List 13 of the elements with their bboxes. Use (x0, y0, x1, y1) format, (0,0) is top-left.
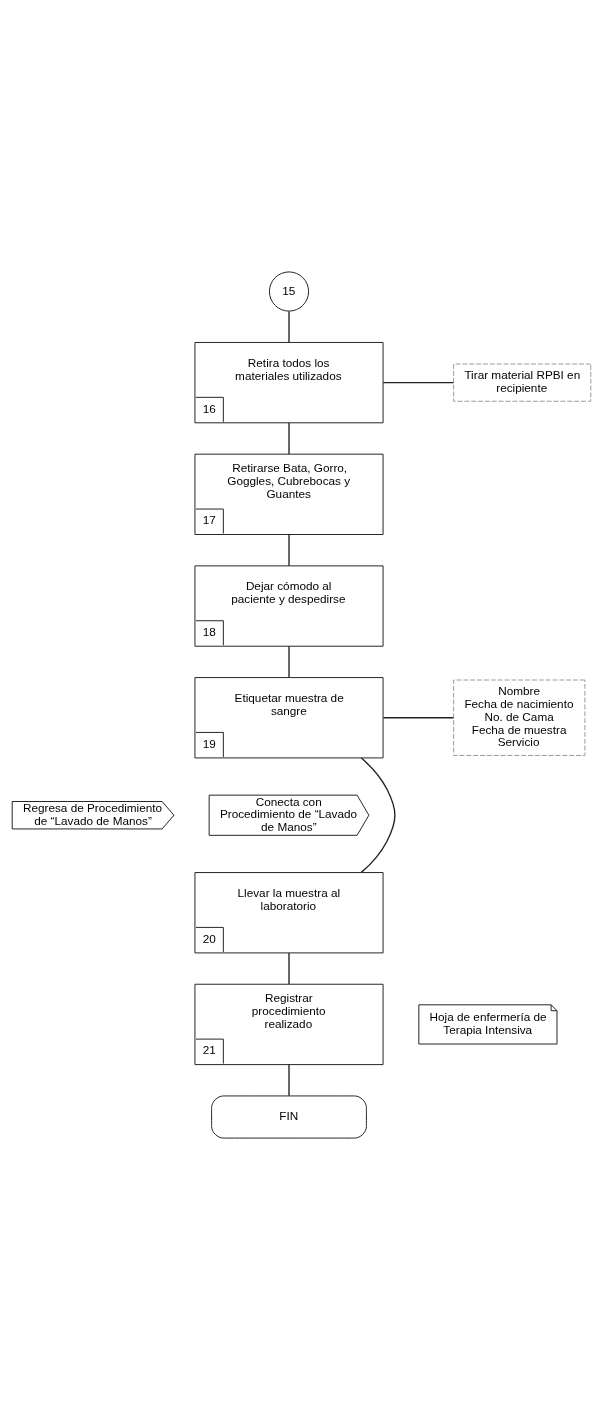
connector (288, 952, 290, 985)
node-circle: 15 (268, 271, 310, 312)
node-box: FIN (211, 1095, 367, 1139)
connector (288, 310, 290, 343)
connector (360, 757, 396, 874)
connector (288, 645, 290, 679)
node-box: Nombre Fecha de nacimiento No. de Cama Fecha de muestra Servicio (453, 679, 586, 756)
connector (288, 422, 290, 455)
connector (382, 381, 455, 384)
connector (288, 533, 290, 567)
connector (288, 1063, 290, 1097)
node-box: Tirar material RPBI en recipiente (453, 363, 592, 402)
connector (382, 717, 455, 719)
